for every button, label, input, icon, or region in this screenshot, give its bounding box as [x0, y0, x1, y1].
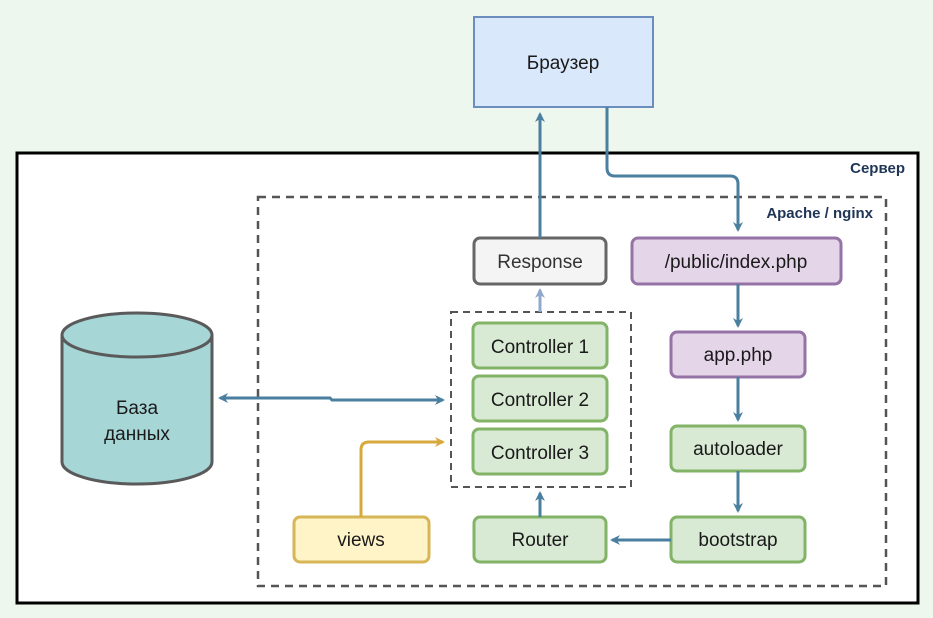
arrow-browser-to-index [605, 107, 743, 232]
autoloader-node: autoloader [669, 424, 807, 473]
index-php-node: /public/index.php [630, 236, 843, 286]
router-node: Router [472, 515, 608, 564]
arrow-database-controllers [218, 393, 445, 405]
autoloader-label: autoloader [693, 439, 783, 460]
database-node: База данных [60, 311, 214, 486]
controller-3-node: Controller 3 [471, 427, 609, 476]
webserver-container [256, 195, 888, 588]
bootstrap-label: bootstrap [698, 530, 777, 551]
controller-3-label: Controller 3 [491, 443, 589, 464]
index-php-label: /public/index.php [665, 252, 808, 273]
app-php-node: app.php [669, 330, 807, 379]
database-label-line2: данных [104, 424, 170, 445]
views-label: views [337, 530, 385, 551]
database-label-line1: База [116, 398, 159, 419]
webserver-label: Apache / nginx [766, 205, 873, 222]
browser-node: Браузер [473, 16, 654, 108]
response-node: Response [472, 236, 608, 286]
views-node: views [292, 515, 431, 564]
app-php-label: app.php [704, 345, 773, 366]
bootstrap-node: bootstrap [669, 515, 807, 564]
controller-1-node: Controller 1 [471, 321, 609, 370]
controller-1-label: Controller 1 [491, 337, 589, 358]
browser-label: Браузер [527, 53, 600, 74]
controller-2-label: Controller 2 [491, 390, 589, 411]
controller-2-node: Controller 2 [471, 374, 609, 423]
response-label: Response [497, 252, 583, 273]
arrow-views-to-controllers [359, 437, 445, 517]
router-label: Router [511, 530, 569, 551]
server-label: Сервер [850, 160, 905, 177]
